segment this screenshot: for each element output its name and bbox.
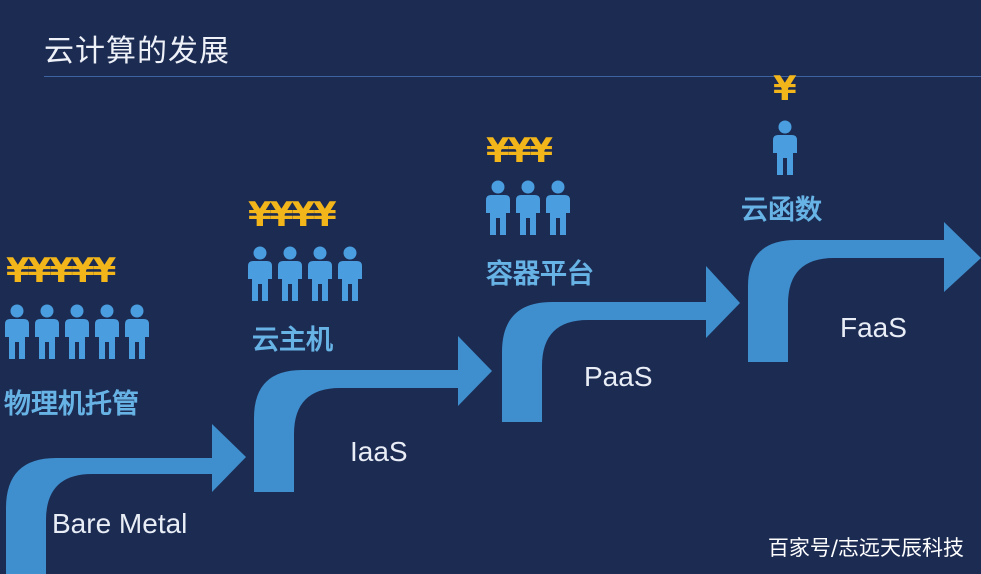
cost-iaas: ¥¥¥¥ <box>248 195 337 235</box>
cost-bare-metal: ¥¥¥¥¥ <box>6 251 116 291</box>
watermark: 百家号/志远天辰科技 <box>767 536 964 560</box>
people-group-bare-metal <box>4 304 150 360</box>
bent-arrow-faas <box>748 222 981 362</box>
person-icon <box>278 246 302 301</box>
person-icon <box>248 246 272 301</box>
service-name-faas: 云函数 <box>741 195 822 226</box>
bent-arrow-iaas <box>254 336 492 492</box>
service-name-bare-metal: 物理机托管 <box>4 389 139 420</box>
title-divider <box>44 76 981 77</box>
step-label-bare-metal: Bare Metal <box>52 508 188 539</box>
people-group-faas <box>772 120 798 176</box>
person-icon <box>35 304 59 359</box>
cost-paas: ¥¥¥ <box>486 131 553 171</box>
person-icon <box>546 180 570 235</box>
step-label-paas: PaaS <box>584 361 653 392</box>
person-icon <box>125 304 149 359</box>
service-name-iaas: 云主机 <box>252 325 333 356</box>
step-label-iaas: IaaS <box>350 436 408 467</box>
step-label-faas: FaaS <box>840 312 907 343</box>
people-group-paas <box>485 180 571 236</box>
person-icon <box>486 180 510 235</box>
person-icon <box>516 180 540 235</box>
service-name-paas: 容器平台 <box>486 259 594 290</box>
slide-title: 云计算的发展 <box>44 34 230 69</box>
person-icon <box>65 304 89 359</box>
person-icon <box>338 246 362 301</box>
bent-arrow-bare-metal <box>6 424 246 574</box>
people-group-iaas <box>247 246 363 302</box>
person-icon <box>308 246 332 301</box>
cost-faas: ¥ <box>773 69 797 109</box>
bent-arrow-paas <box>502 266 740 422</box>
person-icon <box>5 304 29 359</box>
person-icon <box>773 120 797 175</box>
person-icon <box>95 304 119 359</box>
